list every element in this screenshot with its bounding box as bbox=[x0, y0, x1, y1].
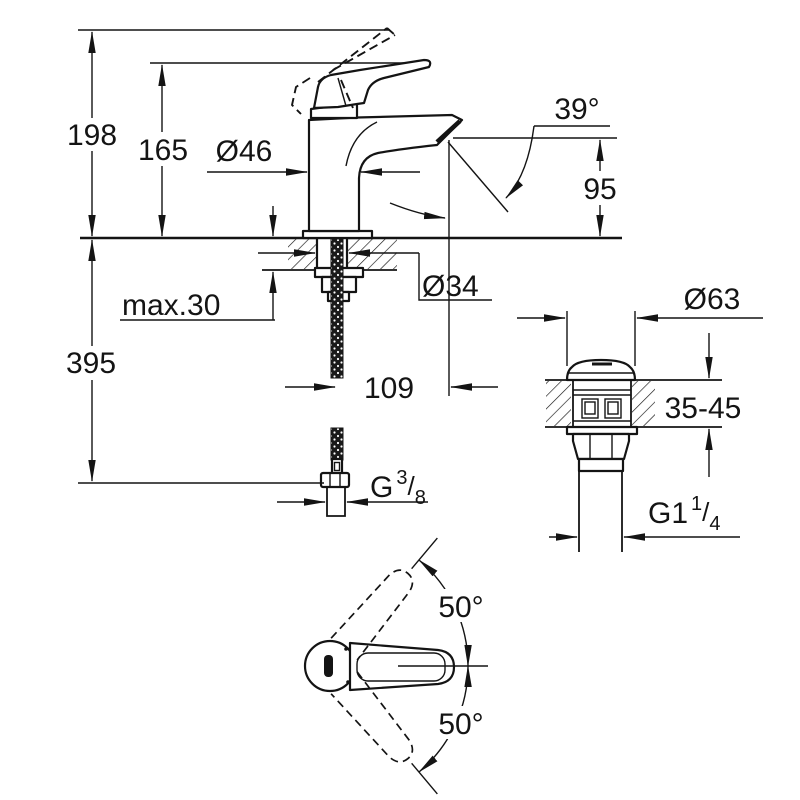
handle-lever-raised bbox=[291, 27, 396, 115]
dimension-d46: Ø46 bbox=[207, 135, 420, 176]
drain-body bbox=[565, 358, 639, 552]
dimension-d63: Ø63 bbox=[517, 283, 763, 366]
aerator bbox=[435, 119, 462, 144]
dimension-35-45: 35-45 bbox=[665, 333, 742, 477]
supply-hose bbox=[319, 238, 351, 517]
dimension-50-up: 50° bbox=[430, 589, 494, 624]
dimension-109: 109 bbox=[285, 372, 498, 405]
handle-slot bbox=[324, 655, 333, 677]
faucet-body bbox=[301, 113, 464, 240]
dimension-198: 198 bbox=[67, 31, 117, 237]
top-view: 50° 50° bbox=[303, 537, 494, 795]
dimension-d34: Ø34 bbox=[258, 249, 492, 303]
side-view: 198 165 Ø46 39° 95 max.30 bbox=[66, 27, 622, 517]
stream-angle-construction bbox=[389, 140, 509, 396]
body-contour-line bbox=[345, 121, 378, 167]
dim-198-label: 198 bbox=[67, 119, 117, 152]
dimension-395: 395 bbox=[66, 239, 324, 484]
dimension-50-down: 50° bbox=[430, 706, 494, 741]
handle-top-view bbox=[303, 639, 488, 693]
dimension-165: 165 bbox=[138, 64, 188, 237]
dim-95-label: 95 bbox=[583, 173, 616, 206]
dim-395-label: 395 bbox=[66, 347, 116, 380]
dim-165-label: 165 bbox=[138, 134, 188, 167]
dim-d63-label: Ø63 bbox=[684, 283, 741, 316]
reference-lines bbox=[78, 29, 428, 64]
dim-50up-label: 50° bbox=[438, 591, 483, 624]
dim-50down-label: 50° bbox=[438, 708, 483, 741]
handle-lever bbox=[309, 58, 432, 120]
dimension-max30: max.30 bbox=[120, 206, 277, 322]
countertop bbox=[80, 236, 622, 271]
handle-swivel-down bbox=[330, 671, 438, 795]
dimension-39deg: 39° bbox=[505, 93, 610, 199]
dim-max30-label: max.30 bbox=[122, 289, 220, 322]
dim-35-45-label: 35-45 bbox=[665, 392, 742, 425]
dim-39-label: 39° bbox=[554, 93, 599, 126]
dimension-95: 95 bbox=[453, 137, 617, 237]
dim-d34-label: Ø34 bbox=[422, 270, 479, 303]
dim-109-label: 109 bbox=[364, 372, 414, 405]
handle-swivel-up bbox=[330, 537, 438, 661]
dim-d46-label: Ø46 bbox=[216, 135, 273, 168]
